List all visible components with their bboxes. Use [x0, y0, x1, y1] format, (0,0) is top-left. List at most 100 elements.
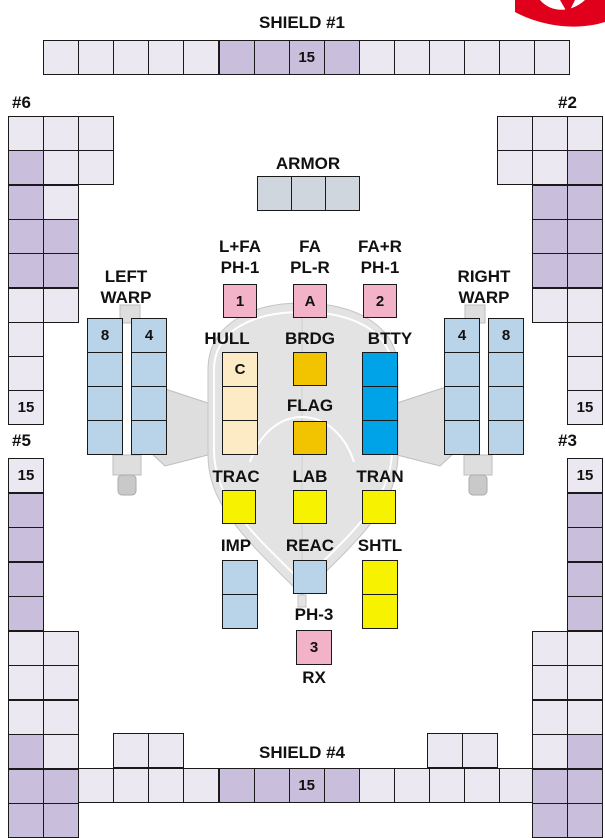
left-warp-box[interactable]	[87, 420, 123, 455]
shield-5-box[interactable]	[8, 734, 44, 769]
left-warp-box[interactable]	[87, 386, 123, 421]
shield-2-box[interactable]	[567, 288, 603, 323]
shield-1-box[interactable]	[148, 40, 184, 75]
shield-5-box[interactable]	[43, 631, 79, 666]
left-warp-box[interactable]	[131, 386, 167, 421]
shield-6-box[interactable]	[43, 185, 79, 220]
shield-1-box[interactable]	[219, 40, 255, 75]
shield-2-box[interactable]	[567, 150, 603, 185]
shield-1-box[interactable]	[78, 40, 114, 75]
shield-4-box[interactable]	[148, 768, 184, 803]
shield-4-box[interactable]	[78, 768, 114, 803]
battery-box[interactable]	[362, 420, 398, 455]
shield-6-box[interactable]	[8, 253, 44, 288]
shield-4-box[interactable]	[324, 768, 360, 803]
battery-box[interactable]	[362, 386, 398, 421]
shield-3-box[interactable]	[567, 562, 603, 597]
bridge-box[interactable]	[293, 352, 327, 386]
shield-2-box[interactable]	[532, 219, 568, 254]
shield-5-box[interactable]	[8, 769, 44, 804]
shield-2-box[interactable]: 15	[567, 390, 603, 425]
shield-5-box[interactable]	[8, 803, 44, 838]
shield-6-box[interactable]	[43, 288, 79, 323]
shield-2-box[interactable]	[497, 116, 533, 151]
right-warp-box[interactable]	[488, 386, 524, 421]
shield-1-box[interactable]	[499, 40, 535, 75]
flag-box[interactable]	[293, 421, 327, 455]
shield-4-box[interactable]	[499, 768, 535, 803]
right-warp-box[interactable]	[488, 420, 524, 455]
shield-4-box[interactable]	[427, 733, 463, 768]
reactor-box[interactable]	[293, 560, 327, 594]
lab-box[interactable]	[293, 490, 327, 524]
hull-box[interactable]	[222, 420, 258, 455]
left-warp-box[interactable]: 8	[87, 318, 123, 353]
shield-1-box[interactable]: 15	[289, 40, 325, 75]
shield-6-box[interactable]	[8, 219, 44, 254]
shield-6-box[interactable]	[43, 219, 79, 254]
shield-5-box[interactable]	[43, 734, 79, 769]
armor-box[interactable]	[291, 176, 326, 211]
shield-3-box[interactable]	[532, 803, 568, 838]
shield-6-box[interactable]	[8, 116, 44, 151]
shield-4-box[interactable]	[113, 733, 149, 768]
right-warp-box[interactable]	[444, 352, 480, 387]
shield-5-box[interactable]	[8, 527, 44, 562]
shield-6-box[interactable]	[43, 116, 79, 151]
weapon-2-box[interactable]: 2	[363, 284, 397, 318]
shield-5-box[interactable]	[8, 631, 44, 666]
shield-4-box[interactable]	[394, 768, 430, 803]
left-warp-box[interactable]	[131, 420, 167, 455]
hull-box[interactable]: C	[222, 352, 258, 387]
shield-1-box[interactable]	[324, 40, 360, 75]
shield-2-box[interactable]	[532, 185, 568, 220]
shield-2-box[interactable]	[567, 219, 603, 254]
shield-1-box[interactable]	[534, 40, 570, 75]
shield-5-box[interactable]	[8, 700, 44, 735]
shield-6-box[interactable]: 15	[8, 390, 44, 425]
left-warp-box[interactable]	[131, 352, 167, 387]
armor-box[interactable]	[257, 176, 292, 211]
shield-2-box[interactable]	[532, 288, 568, 323]
shield-3-box[interactable]	[567, 596, 603, 631]
battery-box[interactable]	[362, 352, 398, 387]
shield-4-box[interactable]	[464, 768, 500, 803]
shield-5-box[interactable]	[43, 665, 79, 700]
shield-1-box[interactable]	[429, 40, 465, 75]
weapon-3-box[interactable]: 3	[296, 630, 332, 665]
shield-6-box[interactable]	[8, 356, 44, 391]
left-warp-box[interactable]: 4	[131, 318, 167, 353]
shield-5-box[interactable]: 15	[8, 458, 44, 493]
impulse-box[interactable]	[222, 594, 258, 629]
shield-3-box[interactable]	[567, 665, 603, 700]
shield-3-box[interactable]: 15	[567, 458, 603, 493]
shield-1-box[interactable]	[464, 40, 500, 75]
impulse-box[interactable]	[222, 560, 258, 595]
tractor-box[interactable]	[222, 490, 256, 524]
shield-5-box[interactable]	[43, 803, 79, 838]
shield-3-box[interactable]	[567, 631, 603, 666]
shield-3-box[interactable]	[567, 527, 603, 562]
shield-4-box[interactable]	[462, 733, 498, 768]
armor-box[interactable]	[325, 176, 360, 211]
shield-5-box[interactable]	[8, 562, 44, 597]
shield-3-box[interactable]	[532, 665, 568, 700]
shield-3-box[interactable]	[567, 734, 603, 769]
shield-6-box[interactable]	[8, 150, 44, 185]
shield-2-box[interactable]	[532, 116, 568, 151]
shield-1-box[interactable]	[183, 40, 219, 75]
shield-6-box[interactable]	[8, 322, 44, 357]
shield-2-box[interactable]	[532, 253, 568, 288]
shield-5-box[interactable]	[8, 665, 44, 700]
shield-2-box[interactable]	[532, 150, 568, 185]
shield-4-box[interactable]	[148, 733, 184, 768]
shield-6-box[interactable]	[43, 253, 79, 288]
shield-5-box[interactable]	[43, 769, 79, 804]
shield-4-box[interactable]	[359, 768, 395, 803]
shield-1-box[interactable]	[254, 40, 290, 75]
shuttle-box[interactable]	[362, 594, 398, 629]
right-warp-box[interactable]: 4	[444, 318, 480, 353]
shield-1-box[interactable]	[359, 40, 395, 75]
shield-3-box[interactable]	[532, 734, 568, 769]
right-warp-box[interactable]	[488, 352, 524, 387]
